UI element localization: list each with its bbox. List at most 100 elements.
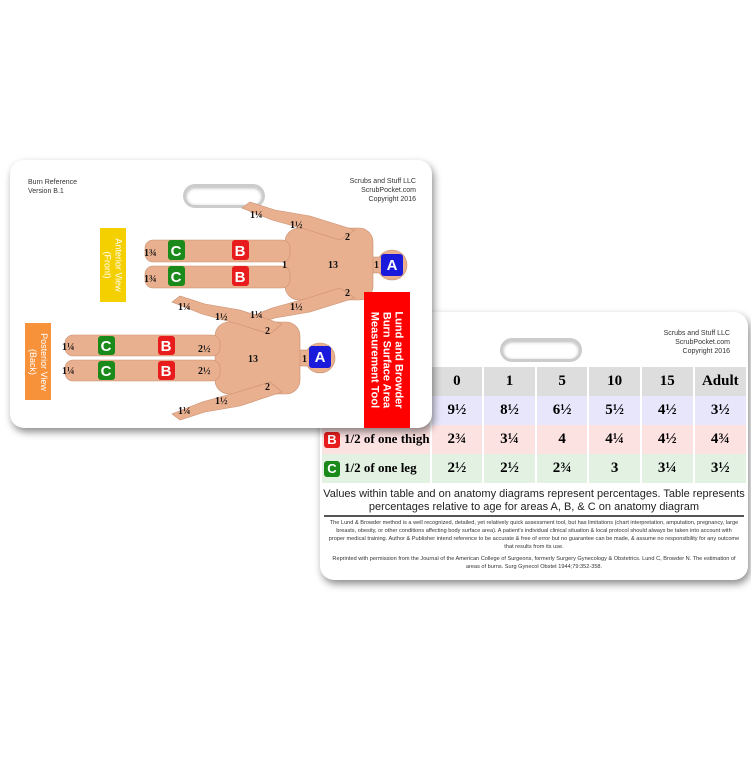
header-age: 10 xyxy=(589,367,640,396)
region-b-marker xyxy=(158,336,175,355)
header-age: 15 xyxy=(641,367,693,396)
posterior-view-text: Posterior View xyxy=(39,332,50,391)
region-b-label: B xyxy=(161,338,172,355)
table-cell: 3½ xyxy=(694,454,746,483)
torso-value: 13 xyxy=(328,260,338,271)
publisher-name: Scrubs and Stuff LLC xyxy=(663,330,730,337)
citation-text: Reprinted with permission from the Journ… xyxy=(332,556,736,570)
title-line: Lund and Browder xyxy=(393,311,406,409)
foot-value: 1¾ xyxy=(144,248,157,259)
table-cell: 8½ xyxy=(484,396,535,425)
foot-value: 1¼ xyxy=(62,342,75,353)
region-c-marker xyxy=(168,266,185,286)
region-b-label: B xyxy=(235,269,246,286)
anatomy-diagram: A B B C C A B B C C 13 2 2 1½ 1½ 1¼ 1¼ 1… xyxy=(62,201,408,421)
title-line: Measurement Tool xyxy=(369,311,382,409)
header-age: 1 xyxy=(484,367,535,396)
table-cell: 4½ xyxy=(641,396,693,425)
header-age: 0 xyxy=(431,367,483,396)
table-cell: 4½ xyxy=(641,425,693,454)
table-cell: 2¾ xyxy=(431,425,483,454)
forearm-value: 1½ xyxy=(215,312,228,323)
posterior-view-label: Posterior View(Back) xyxy=(25,323,51,400)
row-label-text: 1/2 of one thigh xyxy=(344,430,430,446)
title-line: Burn Surface Area xyxy=(381,311,394,409)
copyright: Copyright 2016 xyxy=(368,196,416,203)
divider xyxy=(324,515,744,517)
publisher-info: Scrubs and Stuff LLC ScrubPocket.com Cop… xyxy=(664,329,730,356)
anterior-view-label: Anterior View(Front) xyxy=(100,228,126,302)
lanyard-slot xyxy=(500,338,582,362)
anterior-view-sub: (Front) xyxy=(103,251,114,279)
row-label-text: 1/2 of one leg xyxy=(344,459,417,475)
hand-value: 1¼ xyxy=(250,210,263,221)
neck-value: 1 xyxy=(374,260,379,271)
table-cell: 2½ xyxy=(484,454,535,483)
publisher-info: Scrubs and Stuff LLC ScrubPocket.com Cop… xyxy=(350,177,416,204)
forearm-value: 1½ xyxy=(290,220,303,231)
table-cell: 3¼ xyxy=(484,425,535,454)
region-b-badge: B xyxy=(324,432,340,448)
table-cell: 2½ xyxy=(431,454,483,483)
card-version-info: Burn Reference Version B.1 xyxy=(28,178,77,196)
buttock-value: 2½ xyxy=(198,344,211,355)
region-b-label: B xyxy=(235,243,246,260)
region-b-marker xyxy=(232,266,249,286)
region-c-label: C xyxy=(101,338,112,355)
card-name: Burn Reference xyxy=(28,179,78,186)
region-a-label: A xyxy=(387,257,398,274)
table-cell: 6½ xyxy=(536,396,588,425)
table-cell: 9½ xyxy=(431,396,483,425)
region-c-label: C xyxy=(171,243,182,260)
disclaimer-block: The Lund & Browder method is a well reco… xyxy=(328,519,740,571)
upper-arm-value: 2 xyxy=(345,232,350,243)
forearm-value: 1½ xyxy=(215,396,228,407)
publisher-site: ScrubPocket.com xyxy=(675,339,730,346)
foot-value: 1¾ xyxy=(144,274,157,285)
region-c-badge: C xyxy=(324,461,340,477)
copyright: Copyright 2016 xyxy=(682,348,730,355)
forearm-value: 1½ xyxy=(290,302,303,313)
age-percentage-table: 0 1 5 10 15 Adult A 9½ 8½ 6½ 5½ 4½ 3½ B1… xyxy=(320,367,748,483)
foot-value: 1¼ xyxy=(62,366,75,377)
card-version: Version B.1 xyxy=(28,188,64,195)
posterior-view-sub: (Back) xyxy=(28,348,39,375)
back-card: Scrubs and Stuff LLC ScrubPocket.com Cop… xyxy=(320,312,748,580)
table-cell: 3½ xyxy=(694,396,746,425)
torso-value: 13 xyxy=(248,354,258,365)
front-card: Burn Reference Version B.1 Scrubs and St… xyxy=(10,160,432,428)
region-a-label: A xyxy=(315,349,326,366)
anterior-view-text: Anterior View xyxy=(114,238,125,292)
region-b-marker xyxy=(158,361,175,380)
hand-value: 1¼ xyxy=(178,302,191,313)
buttock-value: 2½ xyxy=(198,366,211,377)
upper-arm-value: 2 xyxy=(265,382,270,393)
publisher-name: Scrubs and Stuff LLC xyxy=(349,178,416,185)
upper-arm-value: 2 xyxy=(265,326,270,337)
table-cell: 5½ xyxy=(589,396,640,425)
table-cell: 4 xyxy=(536,425,588,454)
hand-value: 1¼ xyxy=(178,406,191,417)
region-b-label: B xyxy=(161,363,172,380)
region-c-marker xyxy=(98,336,115,355)
region-b-marker xyxy=(232,240,249,260)
upper-arm-value: 2 xyxy=(345,288,350,299)
disclaimer-text: The Lund & Browder method is a well reco… xyxy=(328,520,740,550)
region-a-marker xyxy=(309,346,331,368)
table-cell: 4¼ xyxy=(589,425,640,454)
region-c-marker xyxy=(98,361,115,380)
table-cell: 3¼ xyxy=(641,454,693,483)
hand-value: 1¼ xyxy=(250,310,263,321)
header-age: 5 xyxy=(536,367,588,396)
table-cell: 3 xyxy=(589,454,640,483)
header-age: Adult xyxy=(694,367,746,396)
table-caption: Values within table and on anatomy diagr… xyxy=(323,488,745,513)
region-c-label: C xyxy=(101,363,112,380)
table-cell: 2¾ xyxy=(536,454,588,483)
region-c-label: C xyxy=(171,269,182,286)
